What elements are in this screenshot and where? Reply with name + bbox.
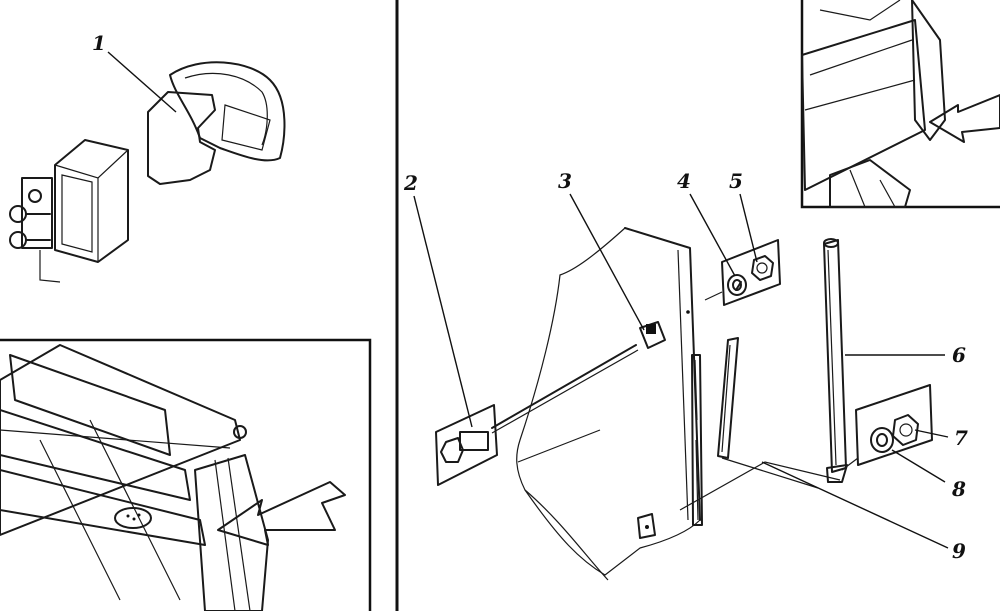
callout-7: 7: [954, 426, 968, 450]
bolt-part: [435, 404, 498, 486]
callout-9: 9: [952, 539, 966, 563]
leader-line-8: [891, 449, 946, 483]
side-wall-panel: [516, 227, 703, 581]
terminal-bolts: [9, 177, 53, 249]
strut-bar-part: [823, 238, 848, 483]
callout-3: 3: [558, 169, 572, 193]
pointer-arrow-left-inset: [217, 481, 346, 546]
leader-line-9: [761, 461, 949, 549]
inset-top-right: [800, 0, 1000, 209]
sponge-gasket-detail: [147, 61, 286, 185]
pointer-arrow-right-inset: [929, 94, 1000, 143]
callout-1: 1: [92, 31, 106, 55]
callout-2: 2: [403, 171, 418, 195]
leader-line-3: [569, 193, 645, 331]
callout-5: 5: [729, 169, 743, 193]
washer-nut-tag-2: [841, 384, 933, 471]
washer-nut-tag: [704, 239, 781, 306]
inset-bottom-left: [0, 338, 372, 611]
leader-line-2: [413, 195, 473, 428]
leader-line-4: [689, 193, 736, 277]
callout-4: 4: [677, 169, 691, 193]
callout-8: 8: [951, 477, 966, 501]
hose-clip: [639, 321, 666, 349]
leader-line-7: [914, 429, 949, 438]
leader-line-5: [739, 193, 758, 263]
fastening-rod: [491, 344, 637, 429]
short-rod-part: [717, 337, 739, 459]
connector-terminal-block: [9, 139, 129, 283]
callout-6: 6: [952, 343, 966, 367]
leader-line-1: [107, 51, 177, 113]
